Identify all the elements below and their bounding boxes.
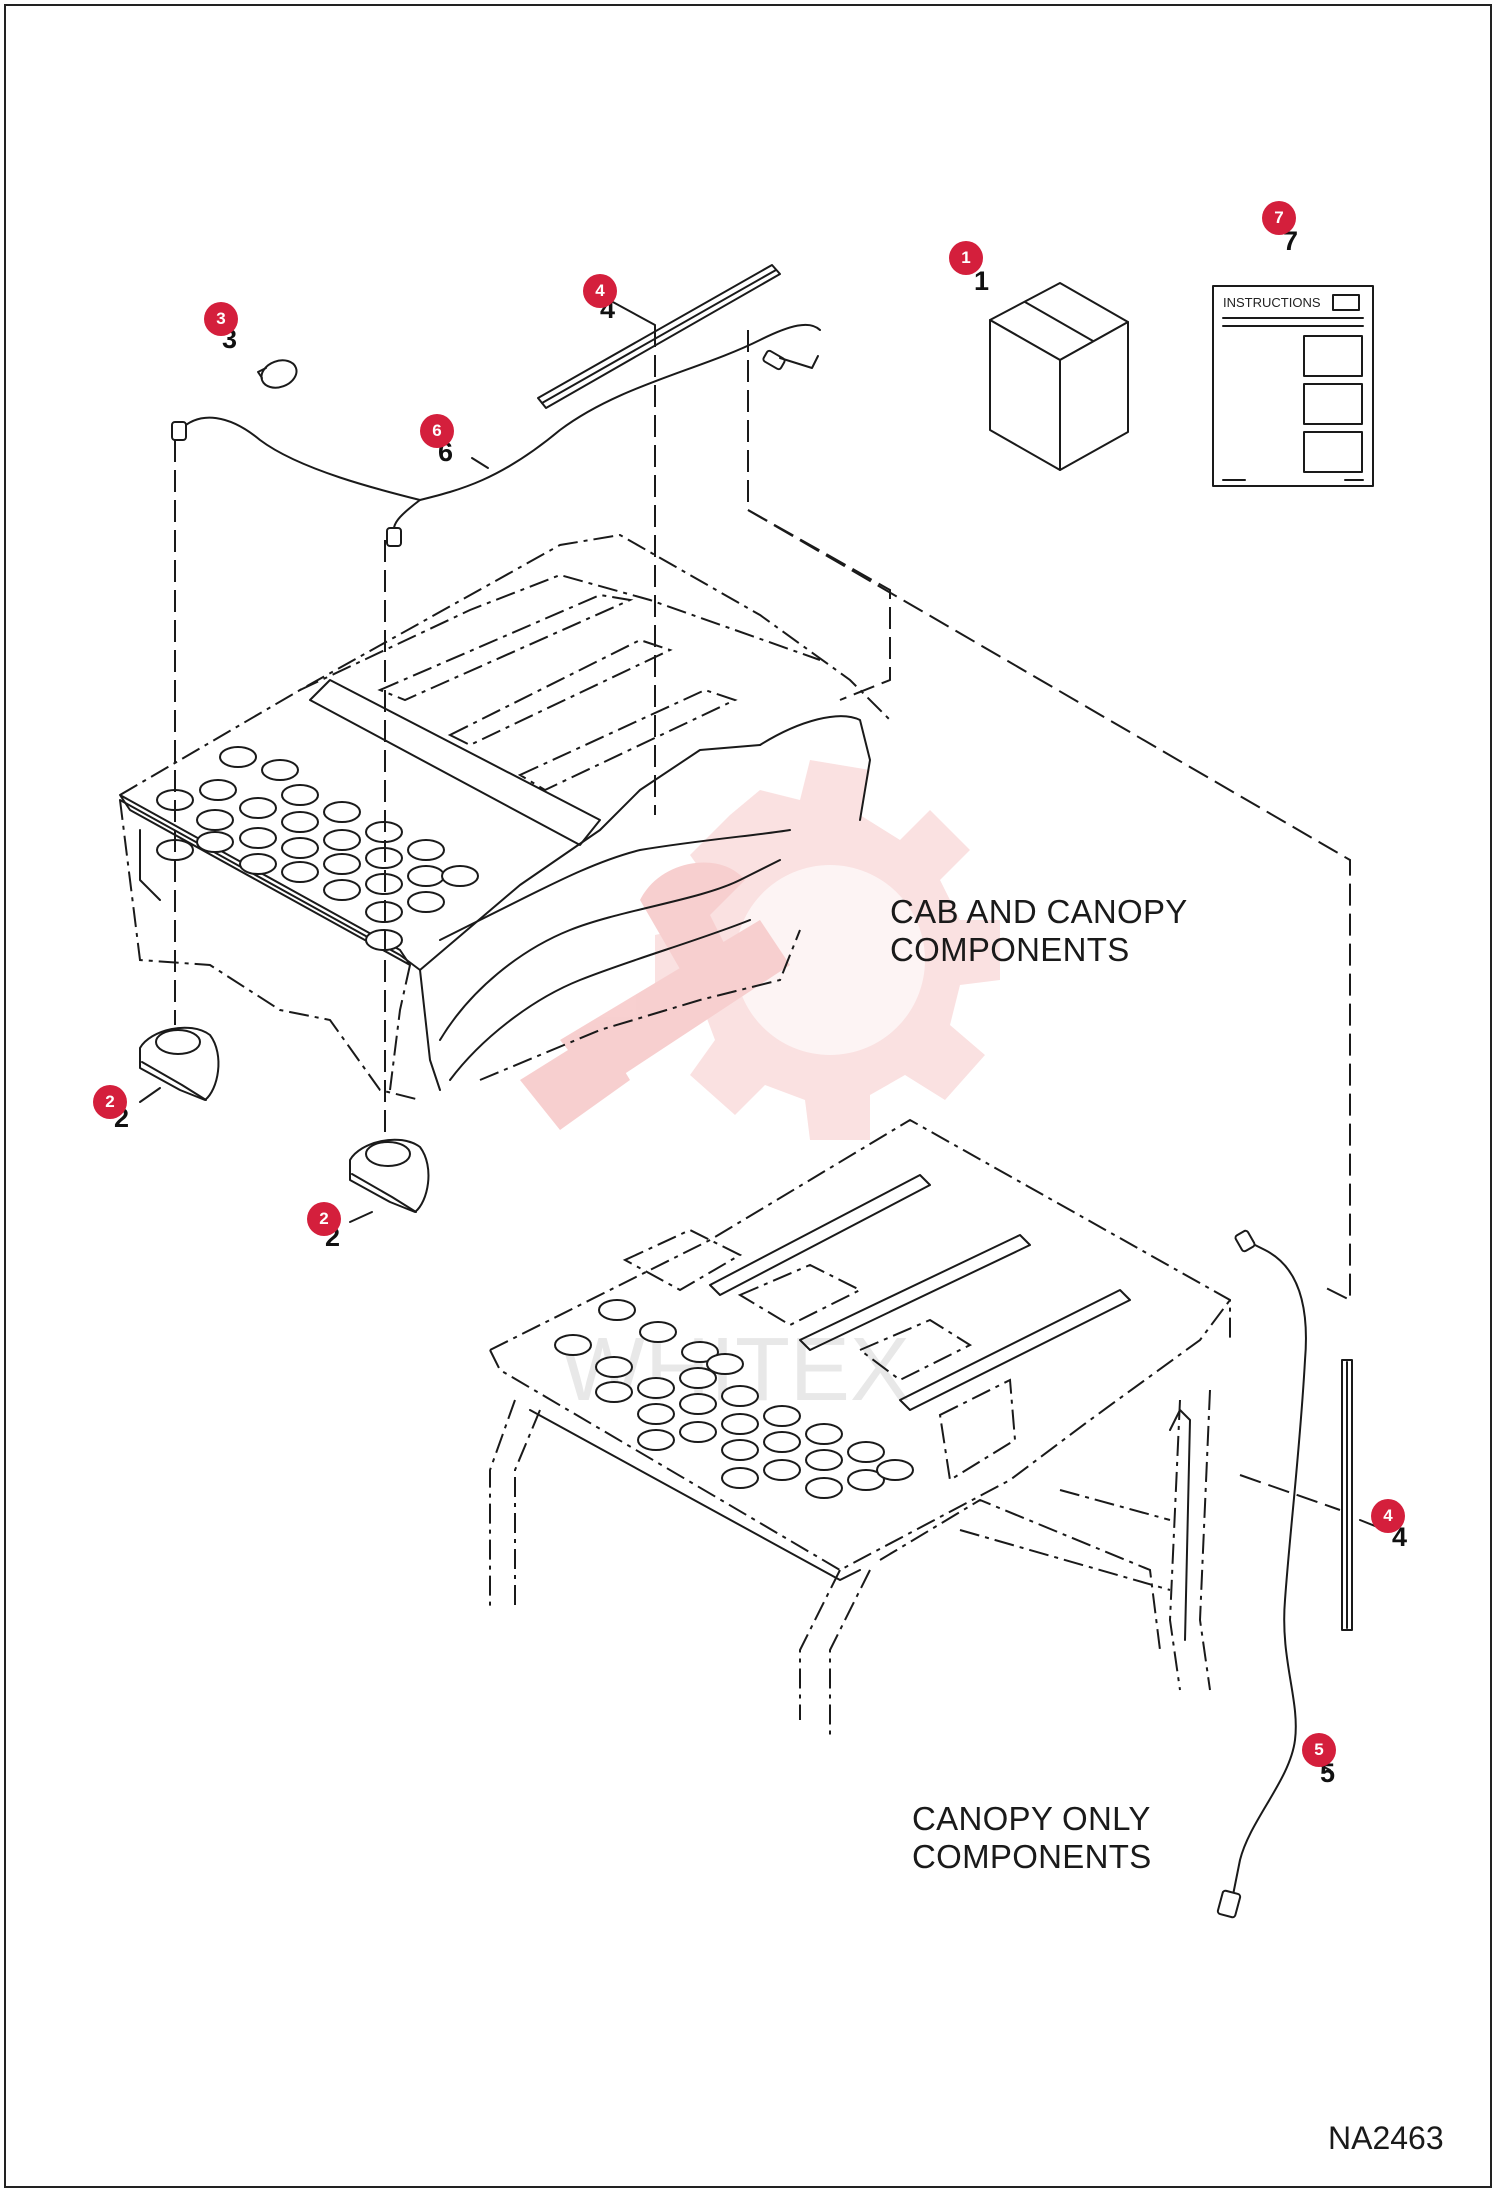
canopy-hole-grid bbox=[554, 1299, 914, 1499]
callout-seal-strip-top[interactable]: 4 bbox=[583, 274, 617, 308]
canopy-only-line2: COMPONENTS bbox=[912, 1838, 1152, 1875]
horn-right-icon bbox=[349, 1138, 430, 1213]
clip-icon bbox=[257, 359, 298, 389]
canopy-drawing bbox=[489, 1118, 1231, 1740]
canopy-only-label: CANOPY ONLY COMPONENTS bbox=[912, 1800, 1152, 1876]
cab-roof-drawing bbox=[119, 533, 891, 1101]
callout-clip[interactable]: 3 bbox=[204, 302, 238, 336]
callout-kit-box[interactable]: 1 bbox=[949, 241, 983, 275]
part-number-kit-box: 1 bbox=[974, 266, 990, 296]
watermark-logo-icon bbox=[520, 760, 1000, 1140]
callout-seal-strip-canopy[interactable]: 4 bbox=[1371, 1499, 1405, 1533]
cab-and-canopy-line2: COMPONENTS bbox=[890, 931, 1130, 968]
assembly-guide-lines bbox=[174, 325, 1351, 1511]
callout-horn-right[interactable]: 2 bbox=[307, 1202, 341, 1236]
figure-reference: NA2463 bbox=[1328, 2120, 1444, 2156]
canopy-only-line1: CANOPY ONLY bbox=[912, 1800, 1151, 1837]
kit-box-icon bbox=[989, 282, 1129, 471]
instructions-sheet-icon bbox=[1212, 285, 1374, 487]
callout-harness-cab[interactable]: 6 bbox=[420, 414, 454, 448]
cab-and-canopy-label: CAB AND CANOPY COMPONENTS bbox=[890, 893, 1188, 969]
callout-instructions-sheet[interactable]: 7 bbox=[1262, 201, 1296, 235]
cab-and-canopy-line1: CAB AND CANOPY bbox=[890, 893, 1188, 930]
roof-hole-grid bbox=[156, 746, 479, 951]
harness-cab-icon bbox=[171, 323, 821, 547]
horn-left-icon bbox=[139, 1026, 220, 1101]
part-number-instructions-sheet: 7 bbox=[1283, 226, 1299, 256]
seal-strip-canopy-icon bbox=[1341, 1359, 1353, 1631]
callout-horn-left[interactable]: 2 bbox=[93, 1085, 127, 1119]
seal-strip-top-icon bbox=[537, 264, 781, 409]
harness-canopy-icon bbox=[1216, 1229, 1307, 1919]
instructions-sheet-title: INSTRUCTIONS bbox=[1223, 295, 1321, 310]
callout-harness-canopy[interactable]: 5 bbox=[1302, 1733, 1336, 1767]
